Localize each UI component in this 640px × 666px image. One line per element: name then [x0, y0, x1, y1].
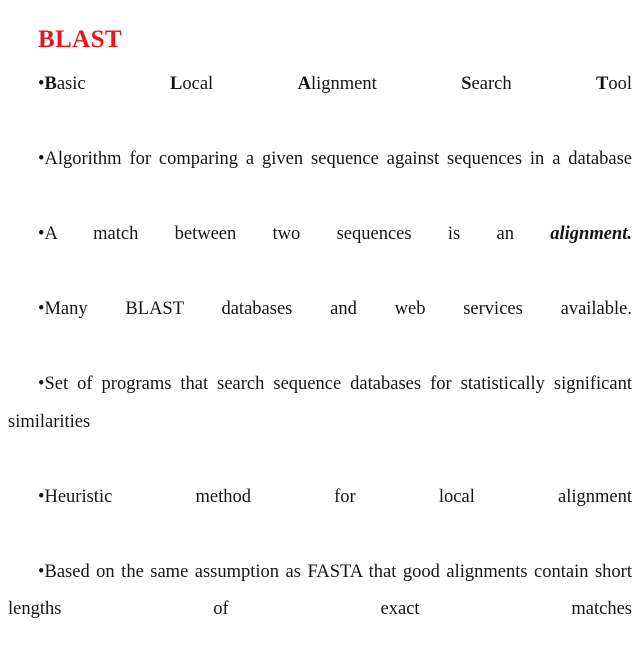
bullet-text-segment: Heuristic method for local alignment [44, 487, 632, 507]
page-title: BLAST [38, 25, 122, 55]
bullet-text-segment: S [461, 74, 471, 94]
bullet-algorithm: •Algorithm for comparing a given sequenc… [8, 141, 632, 216]
bullet-text-segment: ool [608, 74, 632, 94]
bullet-text-segment: lignment [311, 74, 461, 94]
bullet-text-segment: Many BLAST databases and web services av… [44, 299, 632, 319]
bullet-databases: •Many BLAST databases and web services a… [8, 291, 632, 366]
slide-canvas: BLAST •Basic Local Alignment Search Tool… [0, 0, 640, 480]
bullet-text-segment: A [298, 74, 311, 94]
bullet-text-segment: alignment. [550, 224, 632, 244]
bullet-text-segment: A match between two sequences is an [44, 224, 550, 244]
bullet-fasta: •Based on the same assumption as FASTA t… [8, 554, 632, 666]
bullet-heuristic: •Heuristic method for local alignment [8, 479, 632, 554]
bullet-text-segment: Based on the same assumption as FASTA th… [8, 562, 632, 620]
bullet-text-segment: Set of programs that search sequence dat… [8, 374, 632, 432]
bullet-list: •Basic Local Alignment Search Tool•Algor… [8, 66, 632, 666]
bullet-alignment: •A match between two sequences is an ali… [8, 216, 632, 291]
bullet-text-segment: L [170, 74, 182, 94]
bullet-text-segment: earch [472, 74, 597, 94]
bullet-acronym: •Basic Local Alignment Search Tool [8, 66, 632, 141]
bullet-text-segment: B [44, 74, 56, 94]
bullet-text-segment: asic [57, 74, 170, 94]
bullet-text-segment: Algorithm for comparing a given sequence… [44, 149, 632, 169]
bullet-programs: •Set of programs that search sequence da… [8, 366, 632, 479]
bullet-text-segment: T [596, 74, 608, 94]
bullet-text-segment: ocal [182, 74, 297, 94]
